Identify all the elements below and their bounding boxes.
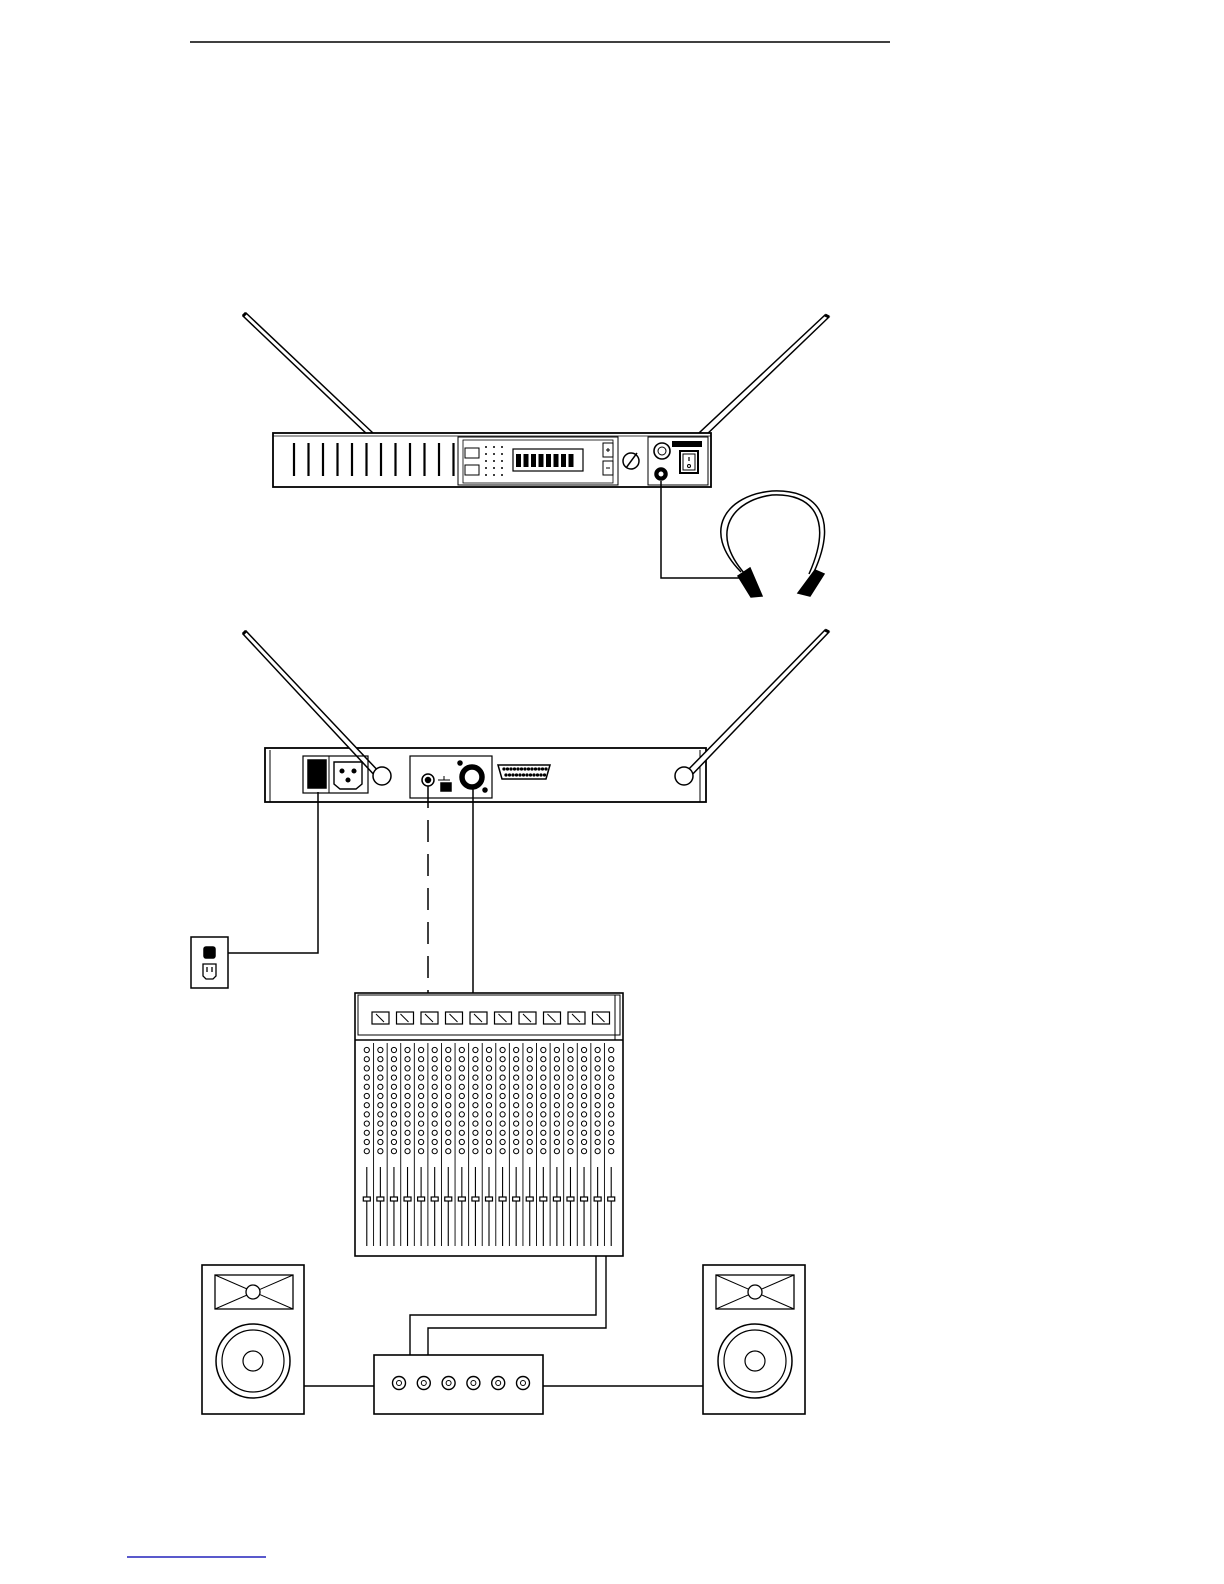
led-dot <box>485 467 487 469</box>
antenna-icon <box>699 315 829 437</box>
receiver-front <box>243 313 829 487</box>
led-dot <box>493 467 495 469</box>
display-digit <box>539 454 544 467</box>
fader-cap-icon <box>418 1197 425 1201</box>
fader-cap-icon <box>553 1197 560 1201</box>
db25-pin <box>509 774 511 776</box>
fader-cap-icon <box>608 1197 615 1201</box>
led-dot <box>485 460 487 462</box>
db25-pin <box>517 768 519 770</box>
fader-cap-icon <box>581 1197 588 1201</box>
fader-cap-icon <box>431 1197 438 1201</box>
db25-pin <box>514 768 516 770</box>
fader-cap-icon <box>499 1197 506 1201</box>
db25-pin <box>507 768 509 770</box>
db25-pin <box>528 768 530 770</box>
fader-cap-icon <box>458 1197 465 1201</box>
db25-pin <box>535 768 537 770</box>
fader-cap-icon <box>445 1197 452 1201</box>
display-digit <box>546 454 551 467</box>
fader-cap-icon <box>377 1197 384 1201</box>
db25-pin <box>523 774 525 776</box>
fader-cap-icon <box>390 1197 397 1201</box>
db25-pin <box>538 768 540 770</box>
db25-pin <box>540 774 542 776</box>
led-dot <box>493 453 495 455</box>
db25-pin <box>533 774 535 776</box>
db25-pin <box>530 774 532 776</box>
antenna-icon <box>243 313 373 436</box>
led-dot <box>485 453 487 455</box>
led-dot <box>493 460 495 462</box>
display-digit <box>516 454 521 467</box>
display-digit <box>531 454 536 467</box>
power-cord <box>218 792 318 953</box>
db25-pin <box>503 768 505 770</box>
led-dot <box>485 474 487 476</box>
led-dot <box>485 446 487 448</box>
db25-pin <box>526 774 528 776</box>
db25-pin <box>512 774 514 776</box>
display-digit <box>561 454 566 467</box>
db25-pin <box>519 774 521 776</box>
db25-pin <box>524 768 526 770</box>
led-dot <box>501 453 503 455</box>
led-dot <box>501 446 503 448</box>
fader-cap-icon <box>404 1197 411 1201</box>
headphone-jack-icon <box>655 468 667 480</box>
db25-pin <box>544 774 546 776</box>
display-digit <box>554 454 559 467</box>
fader-cap-icon <box>486 1197 493 1201</box>
led-dot <box>493 474 495 476</box>
led-dot <box>493 446 495 448</box>
loudspeaker-icon <box>202 1265 304 1414</box>
fader-cap-icon <box>594 1197 601 1201</box>
headphone-cable <box>661 481 740 578</box>
mixing-console-icon <box>355 993 623 1256</box>
receiver-rear <box>243 630 829 802</box>
db25-pin <box>542 768 544 770</box>
display-digit <box>524 454 529 467</box>
fader-cap-icon <box>540 1197 547 1201</box>
led-dot <box>501 474 503 476</box>
led-dot <box>501 460 503 462</box>
main-output-cables <box>410 1256 606 1355</box>
wall-outlet-icon <box>191 937 228 988</box>
antenna-icon <box>675 630 829 785</box>
display-digit <box>569 454 574 467</box>
loudspeaker-icon <box>703 1265 805 1414</box>
db25-pin <box>537 774 539 776</box>
db25-pin <box>505 774 507 776</box>
headphones-icon <box>721 491 825 597</box>
db25-pin <box>510 768 512 770</box>
db25-pin <box>516 774 518 776</box>
fader-cap-icon <box>513 1197 520 1201</box>
db25-pin <box>545 768 547 770</box>
db25-pin <box>521 768 523 770</box>
fader-cap-icon <box>567 1197 574 1201</box>
fader-cap-icon <box>526 1197 533 1201</box>
power-amplifier-icon <box>374 1355 543 1414</box>
power-switch-icon <box>308 760 326 788</box>
db25-pin <box>531 768 533 770</box>
fader-cap-icon <box>472 1197 479 1201</box>
fader-cap-icon <box>363 1197 370 1201</box>
led-dot <box>501 467 503 469</box>
